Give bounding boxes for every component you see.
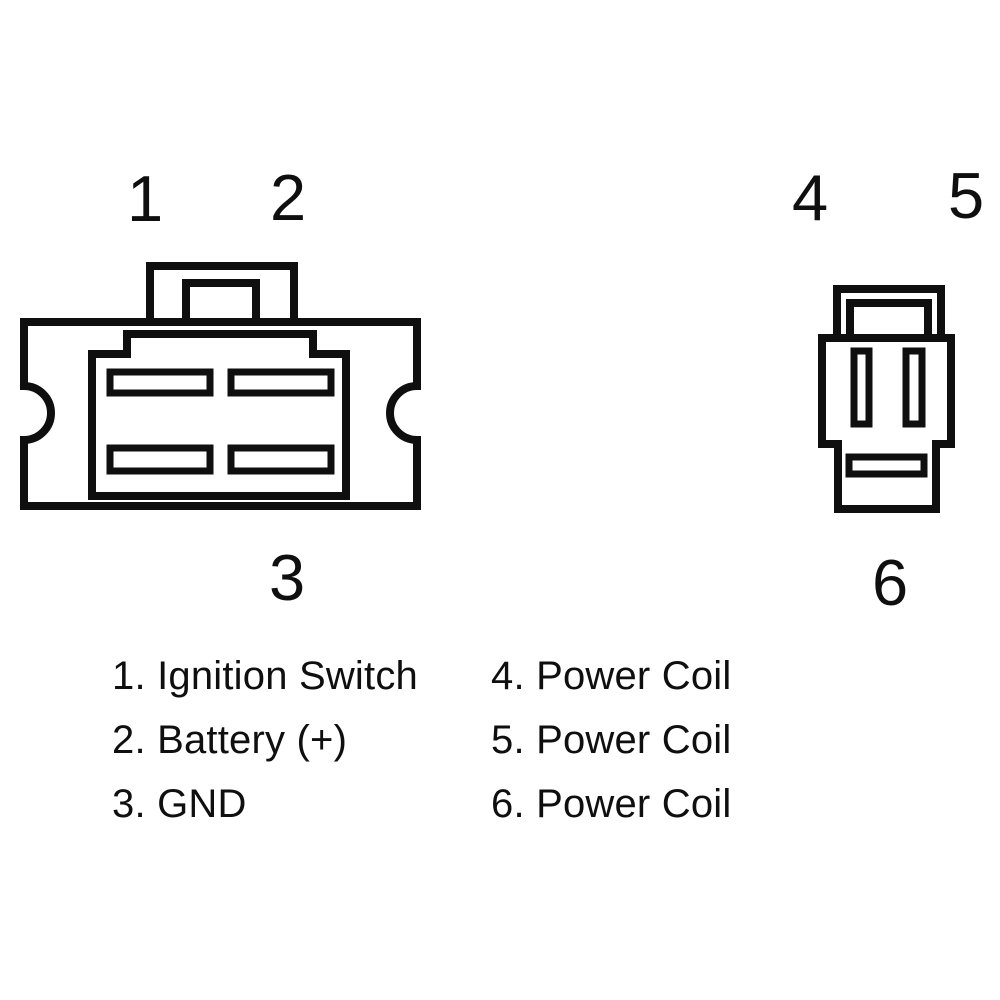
left-connector-body [20, 318, 421, 510]
pin-label-3: 3 [269, 541, 306, 614]
legend-item-gnd: 3. GND [112, 782, 247, 826]
legend-item-ignition-switch: 1. Ignition Switch [112, 654, 418, 698]
left-connector-pin-slot-1 [106, 368, 214, 397]
pin-label-2: 2 [270, 161, 307, 234]
right-connector-tab [833, 285, 945, 338]
left-connector-tab [146, 262, 298, 322]
left-connector-key [182, 279, 260, 322]
pin-label-1: 1 [127, 162, 164, 235]
pin-label-4: 4 [792, 161, 829, 234]
right-connector-pin-slot-1 [850, 347, 873, 428]
pin-label-6: 6 [872, 546, 909, 619]
legend-item-power-coil-6: 6. Power Coil [491, 782, 732, 826]
legend-item-power-coil-5: 5. Power Coil [491, 718, 732, 762]
left-connector-pin-slot-3 [106, 444, 214, 475]
pin-label-5: 5 [948, 159, 985, 232]
legend-item-power-coil-4: 4. Power Coil [491, 654, 732, 698]
right-connector-pin-slot-2 [902, 347, 926, 428]
left-connector-pin-slot-4 [227, 444, 335, 475]
right-connector-body [818, 334, 955, 513]
left-connector-shell [88, 330, 350, 500]
right-connector-key [846, 299, 932, 338]
right-connector-pin-slot-3 [845, 453, 928, 478]
legend-item-battery: 2. Battery (+) [112, 718, 348, 762]
left-connector-pin-slot-2 [227, 368, 335, 397]
